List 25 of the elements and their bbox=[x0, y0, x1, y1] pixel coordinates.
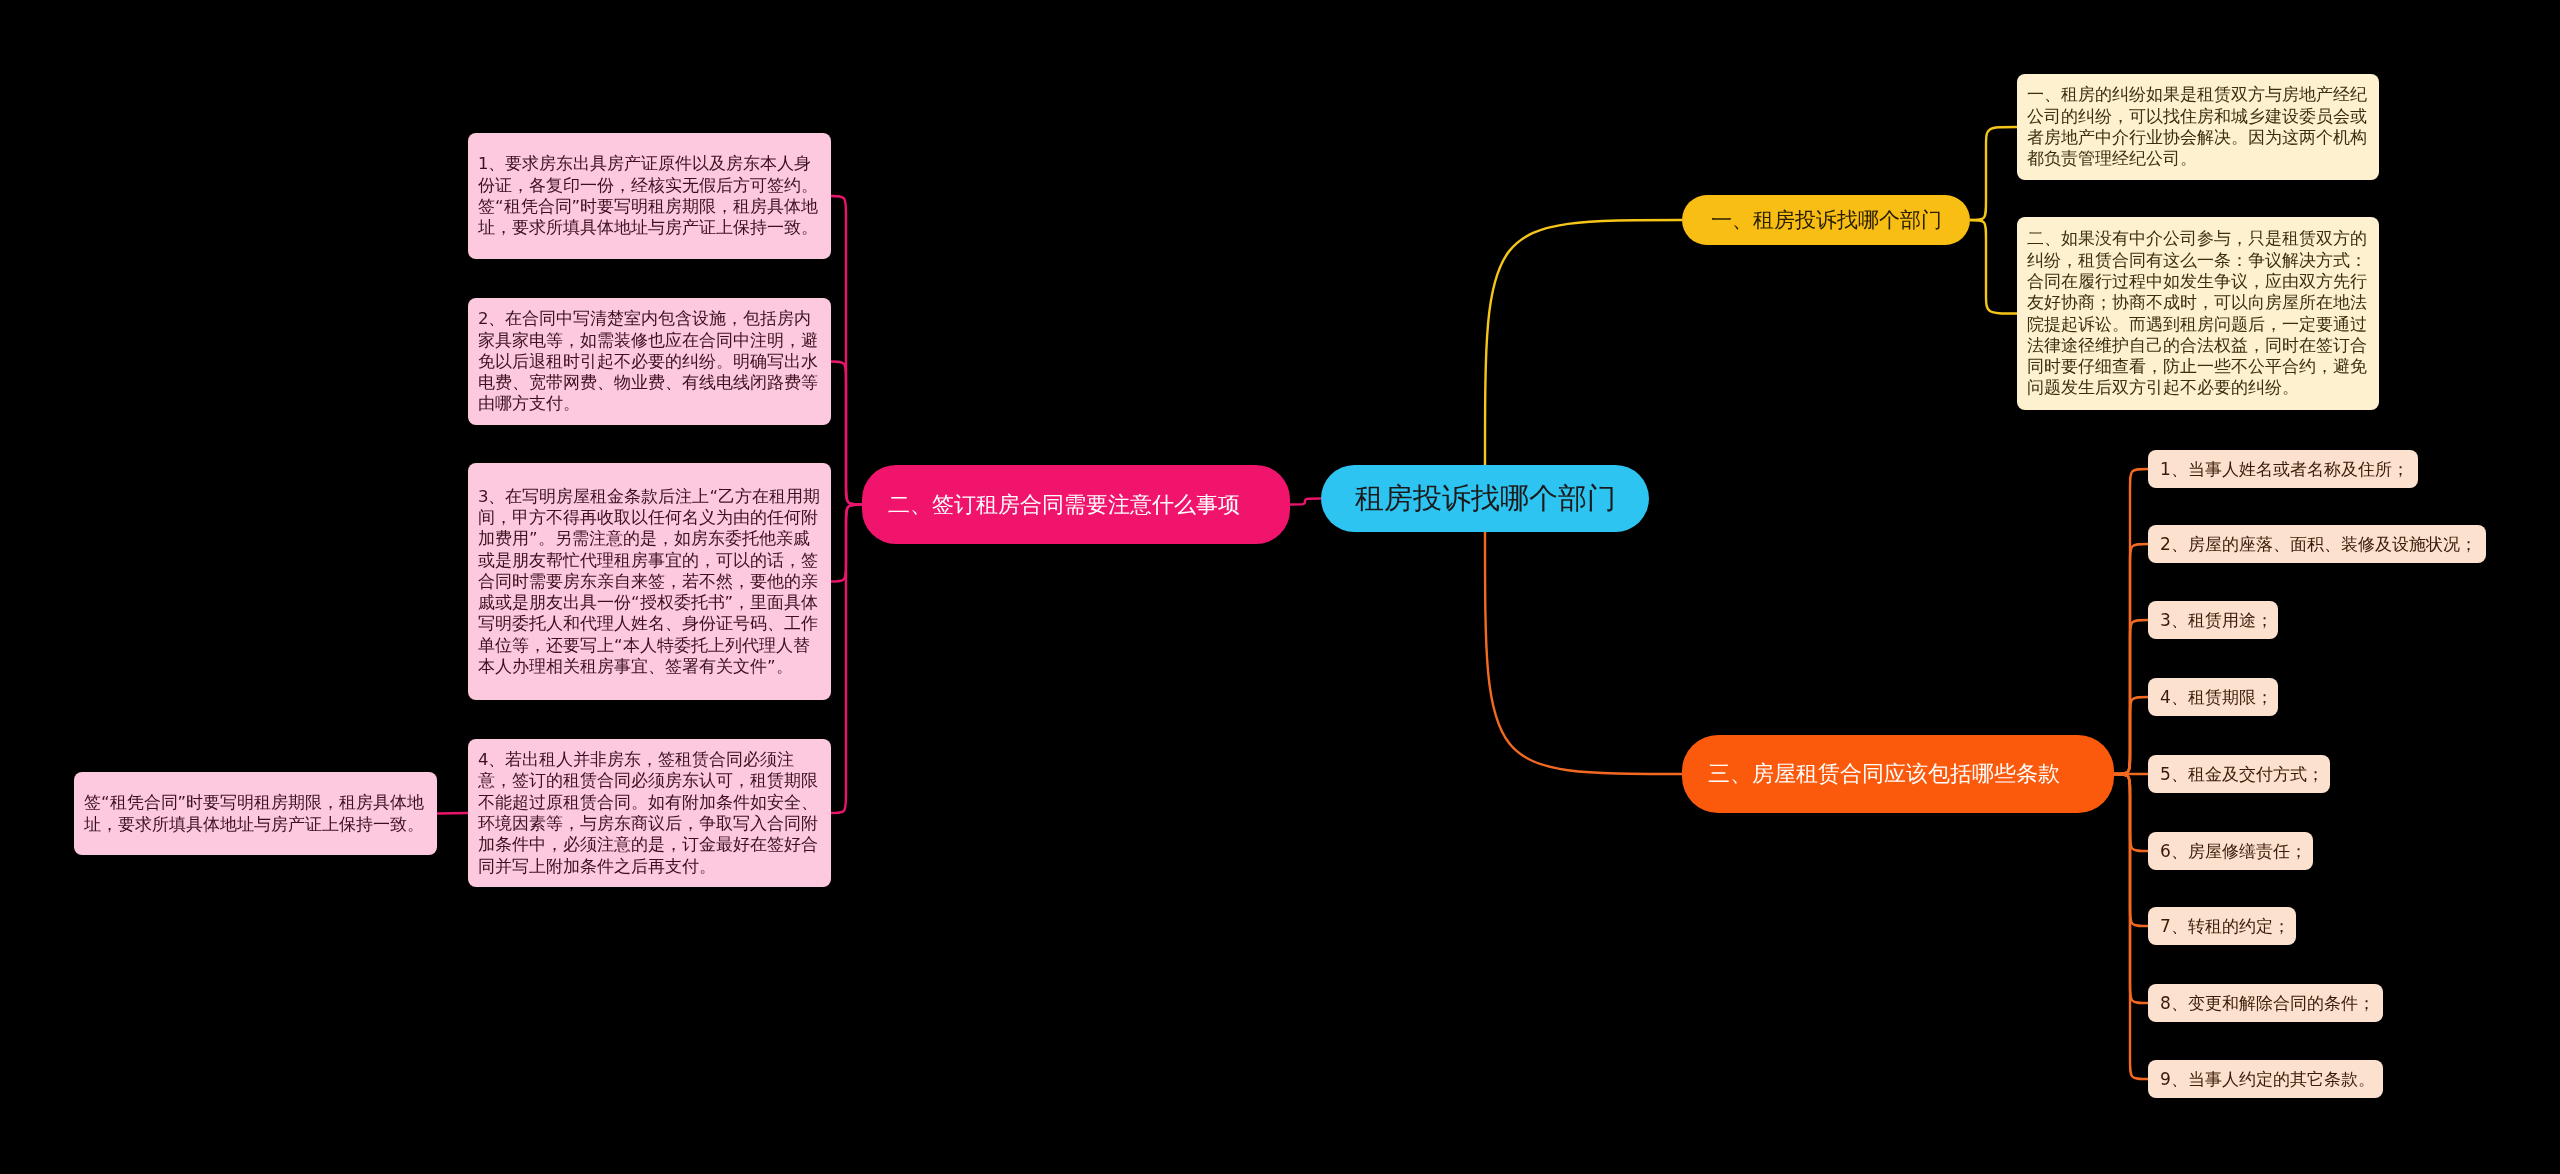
connector-line bbox=[1290, 497, 1321, 506]
note-box: 一、租房的纠纷如果是租赁双方与房地产经纪公司的纠纷，可以找住房和城乡建设委员会或者房地产中介行业协会解决。因为这两个机构都负责管理经纪公司。 bbox=[2017, 74, 2379, 180]
subtopic-box: 3、租赁用途； bbox=[2148, 601, 2278, 639]
branch-topic: 二、签订租房合同需要注意什么事项 bbox=[862, 465, 1290, 544]
connector-line bbox=[1483, 532, 1682, 776]
branch-topic: 一、租房投诉找哪个部门 bbox=[1682, 195, 1970, 245]
branch-topic: 三、房屋租赁合同应该包括哪些条款 bbox=[1682, 735, 2114, 813]
note-box: 4、若出租人并非房东，签租赁合同必须注意，签订的租赁合同必须房东认可，租赁期限不能超过原租赁合同。如有附加条件如安全、环境因素等，与房东商议后，争取写入合同附加条件中，必须注意的是，订金最好在签好合同并写上附加条件之后再支付。 bbox=[468, 739, 831, 887]
subtopic-box: 1、当事人姓名或者名称及住所； bbox=[2148, 450, 2418, 488]
subtopic-box: 8、变更和解除合同的条件； bbox=[2148, 984, 2383, 1022]
central-topic: 租房投诉找哪个部门 bbox=[1321, 465, 1649, 532]
connector-line bbox=[1483, 218, 1682, 465]
subtopic-box: 2、房屋的座落、面积、装修及设施状况； bbox=[2148, 525, 2486, 563]
note-box: 二、如果没有中介公司参与，只是租赁双方的纠纷，租赁合同有这么一条：争议解决方式：合同在履行过程中如发生争议，应由双方先行友好协商；协商不成时，可以向房屋所在地法院提起诉讼。而遇到租房问题后，一定要通过法律途径维护自己的合法权益，同时在签订合同时要仔细查看，防止一些不公平合约，避免问题发生后双方引起不必要的纠纷。 bbox=[2017, 217, 2379, 410]
subtopic-box: 5、租金及交付方式； bbox=[2148, 755, 2330, 793]
note-box: 签“租凭合同”时要写明租房期限，租房具体地址，要求所填具体地址与房产证上保持一致。 bbox=[74, 772, 437, 855]
note-box: 3、在写明房屋租金条款后注上“乙方在租用期间，甲方不得再收取以任何名义为由的任何附加费用”。另需注意的是，如房东委托他亲戚或是朋友帮忙代理租房事宜的，可以的话，签合同时需要房东亲自来签，若不然，要他的亲戚或是朋友出具一份“授权委托书”，里面具体写明委托人和代理人姓名、身份证号码、工作单位等，还要写上“本人特委托上列代理人替本人办理相关租房事宜、签署有关文件”。 bbox=[468, 463, 831, 700]
subtopic-box: 9、当事人约定的其它条款。 bbox=[2148, 1060, 2383, 1098]
connector-line bbox=[2114, 772, 2148, 1081]
connector-line bbox=[436, 811, 469, 815]
subtopic-box: 7、转租的约定； bbox=[2148, 907, 2296, 945]
note-box: 2、在合同中写清楚室内包含设施，包括房内家具家电等，如需装修也应在合同中注明，避免以后退租时引起不必要的纠纷。明确写出水电费、宽带网费、物业费、有线电线闭路费等由哪方支付。 bbox=[468, 298, 831, 425]
note-box: 1、要求房东出具房产证原件以及房东本人身份证，各复印一份，经核实无假后方可签约。签“租凭合同”时要写明租房期限，租房具体地址，要求所填具体地址与房产证上保持一致。 bbox=[468, 133, 831, 259]
subtopic-box: 6、房屋修缮责任； bbox=[2148, 832, 2313, 870]
subtopic-box: 4、租赁期限； bbox=[2148, 678, 2278, 716]
